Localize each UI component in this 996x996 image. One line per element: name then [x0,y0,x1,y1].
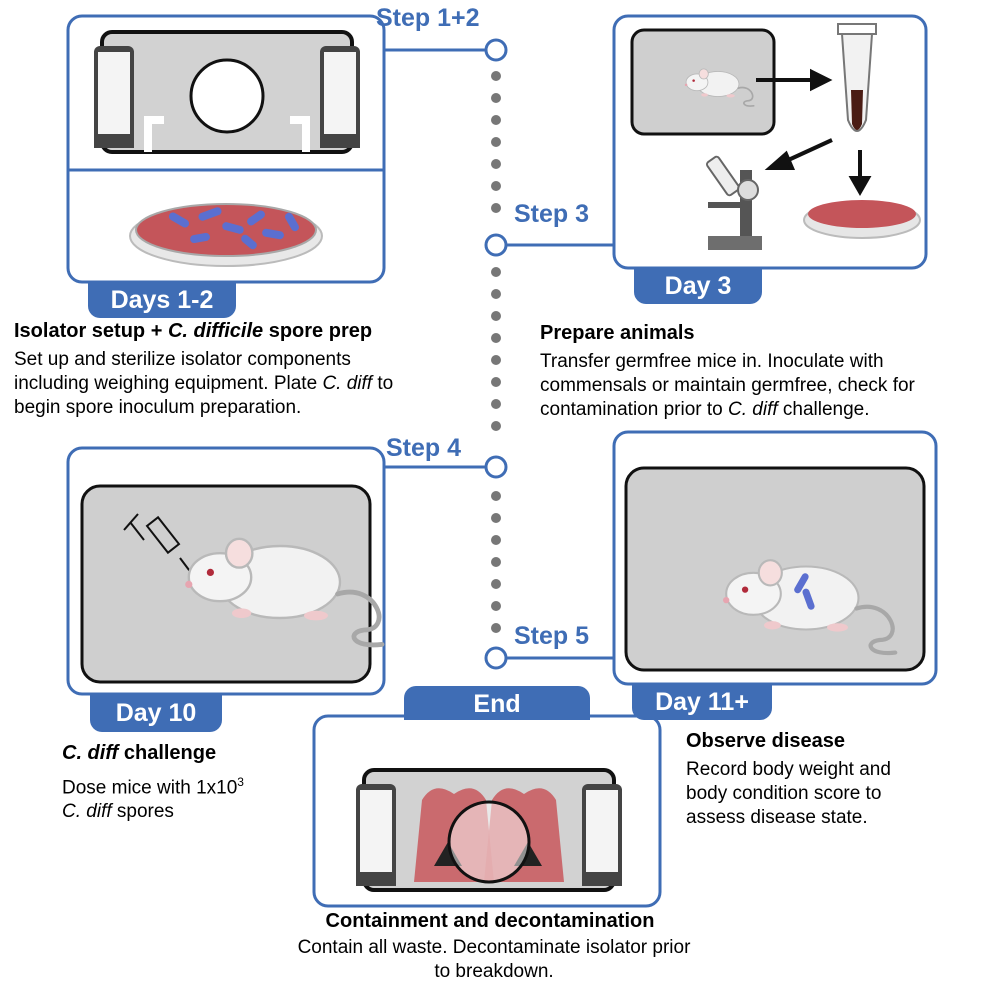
containment-description: Contain all waste. Decontaminate isolato… [297,937,691,982]
isolator-title: Isolator setup + C. difficile spore prep [14,320,373,342]
step-label-1-2: Step 1+2 [376,4,480,32]
microscope-icon [705,155,762,250]
prepare-description: Transfer germfree mice in. Inoculate wit… [540,351,915,420]
arrows [756,68,872,197]
containment-title: Containment and decontamination [325,910,655,932]
bacteria-icon [794,573,815,610]
petri-dish-small-icon [803,200,921,239]
timeline-nodes [484,38,508,670]
challenge-description: Dose mice with 1x103 C. diff spores [62,775,244,823]
challenge-title: C. diff challenge [62,742,217,764]
step-label-4: Step 4 [386,434,462,462]
prepare-title: Prepare animals [540,322,695,344]
isolator-illustration [356,768,622,892]
day-badge-3: Day 3 [634,268,762,304]
day-badge-11: Day 11+ [632,684,772,720]
day-badge-10: Day 10 [90,694,222,732]
day-badge-1-2: Days 1-2 [88,282,236,318]
timeline [384,38,614,670]
timeline-dots [491,71,501,633]
bacteria-icon [168,207,299,250]
petri-dish-illustration [129,203,323,267]
isolator-description: Set up and sterilize isolator components… [14,349,394,418]
tube-icon [837,23,877,132]
step-label-5: Step 5 [514,622,590,650]
step-label-3: Step 3 [514,200,590,228]
observe-description: Record body weight and body condition sc… [686,759,891,828]
observe-title: Observe disease [686,730,845,752]
isolator-illustration [92,30,362,154]
timeline-connectors [384,48,614,660]
end-badge: End [404,686,590,720]
